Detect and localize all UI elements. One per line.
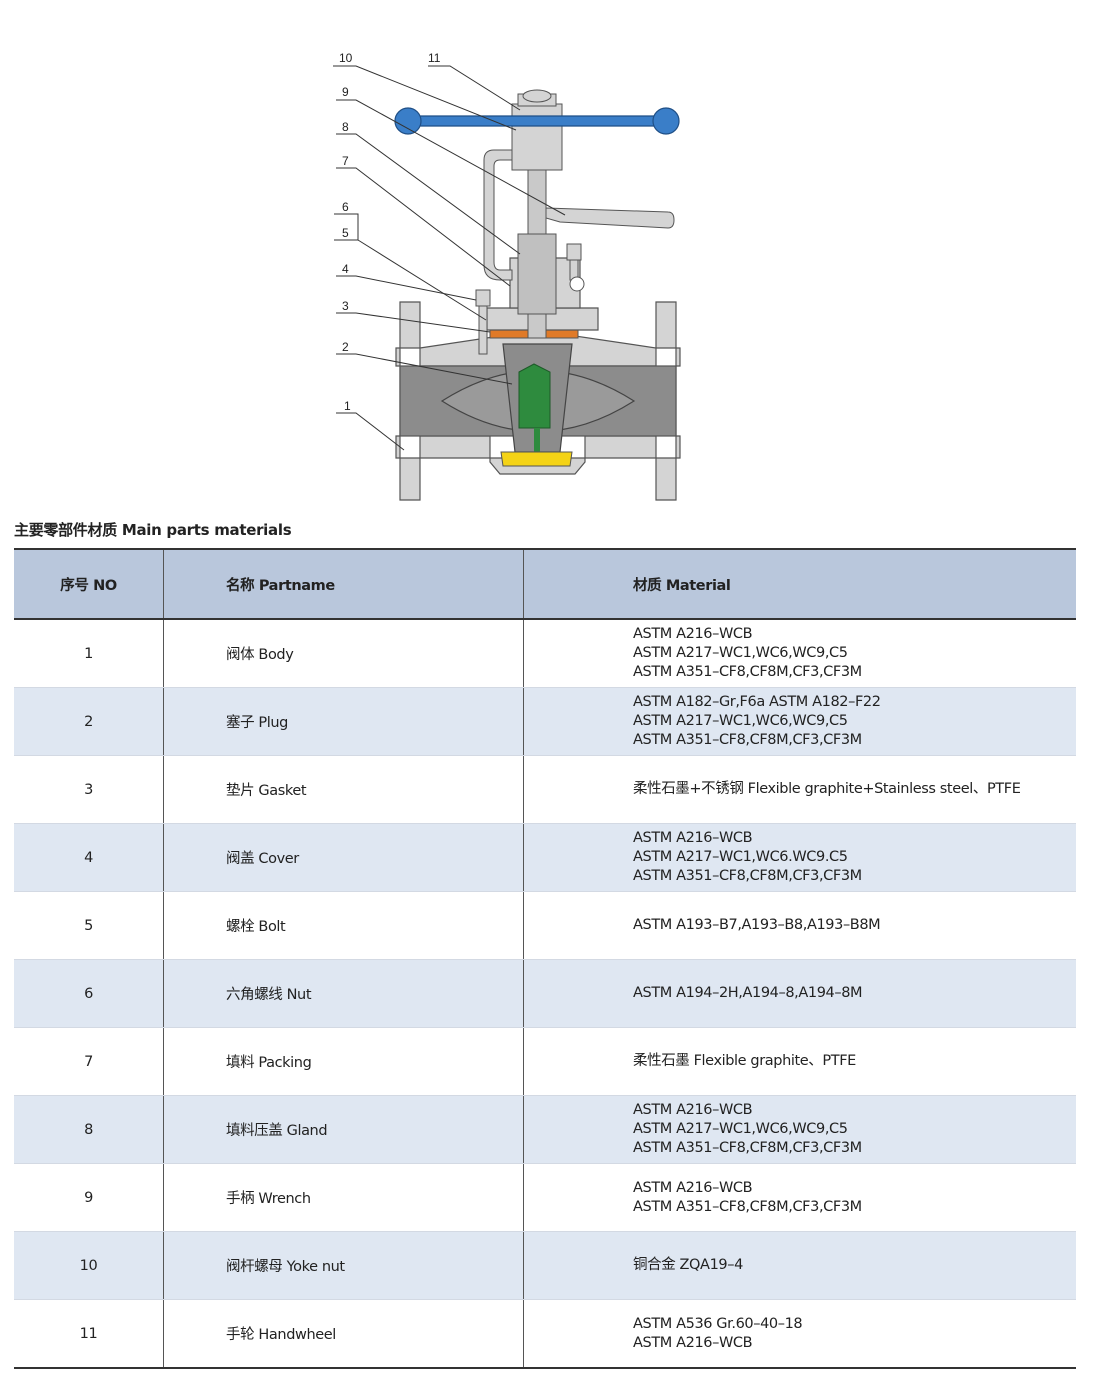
callout-11: 11 bbox=[428, 51, 441, 65]
cell-partname: 塞子 Plug bbox=[163, 687, 524, 756]
cell-partname: 阀体 Body bbox=[163, 619, 524, 688]
plug bbox=[502, 343, 573, 453]
material-line: ASTM A351–CF8,CF8M,CF3,CF3M bbox=[633, 664, 862, 680]
table-header-row: 序号 NO 名称 Partname 材质 Material bbox=[14, 548, 1076, 620]
material-line: ASTM A351–CF8,CF8M,CF3,CF3M bbox=[633, 732, 862, 748]
cell-partname: 填料 Packing bbox=[163, 1027, 524, 1096]
bolt bbox=[475, 243, 582, 355]
header-material: 材质 Material bbox=[523, 548, 1076, 620]
material-line: ASTM A351–CF8,CF8M,CF3,CF3M bbox=[633, 868, 862, 884]
material-line: ASTM A217–WC1,WC6,WC9,C5 bbox=[633, 1121, 848, 1137]
cell-partname: 六角螺线 Nut bbox=[163, 959, 524, 1028]
cell-partname: 螺栓 Bolt bbox=[163, 891, 524, 960]
callout-labels: 10 11 9 8 7 6 5 4 3 2 1 bbox=[339, 51, 441, 413]
material-line: 柔性石墨 Flexible graphite、PTFE bbox=[633, 1053, 856, 1069]
material-line: ASTM A216–WCB bbox=[633, 626, 753, 642]
seat-ring bbox=[500, 451, 573, 467]
material-line: ASTM A351–CF8,CF8M,CF3,CF3M bbox=[633, 1198, 862, 1215]
material-line: ASTM A216–WCB bbox=[633, 1334, 753, 1351]
callout-6: 6 bbox=[342, 200, 349, 214]
yoke bbox=[483, 149, 515, 281]
cell-material: ASTM A194–2H,A194–8,A194–8M bbox=[523, 959, 1076, 1028]
cell-no: 6 bbox=[14, 959, 164, 1028]
cell-partname: 阀杆螺母 Yoke nut bbox=[163, 1231, 524, 1300]
callout-5: 5 bbox=[342, 226, 349, 240]
material-line: ASTM A216–WCB bbox=[633, 830, 753, 846]
material-line: ASTM A217–WC1,WC6,WC9,C5 bbox=[633, 713, 848, 729]
callout-3: 3 bbox=[342, 299, 349, 313]
cell-no: 11 bbox=[14, 1299, 164, 1369]
callout-2: 2 bbox=[342, 340, 349, 354]
cell-material: 铜合金 ZQA19–4 bbox=[523, 1231, 1076, 1300]
cell-material: 柔性石墨+不锈钢 Flexible graphite+Stainless ste… bbox=[523, 755, 1076, 824]
material-line: ASTM A536 Gr.60–40–18 bbox=[633, 1315, 803, 1332]
cell-material: 柔性石墨 Flexible graphite、PTFE bbox=[523, 1027, 1076, 1096]
section-title: 主要零部件材质 Main parts materials bbox=[14, 521, 292, 539]
cell-no: 3 bbox=[14, 755, 164, 824]
callout-10: 10 bbox=[339, 51, 353, 65]
header-no: 序号 NO bbox=[14, 548, 164, 620]
callout-9: 9 bbox=[342, 85, 349, 99]
yoke-nut bbox=[511, 89, 563, 171]
material-line: ASTM A217–WC1,WC6,WC9,C5 bbox=[633, 645, 848, 661]
material-line: 铜合金 ZQA19–4 bbox=[633, 1257, 743, 1273]
cell-no: 1 bbox=[14, 619, 164, 688]
header-partname: 名称 Partname bbox=[163, 548, 524, 620]
cell-no: 9 bbox=[14, 1163, 164, 1232]
material-line: ASTM A216–WCB bbox=[633, 1179, 753, 1196]
material-line: ASTM A194–2H,A194–8,A194–8M bbox=[633, 985, 863, 1001]
cell-no: 8 bbox=[14, 1095, 164, 1164]
cell-partname: 填料压盖 Gland bbox=[163, 1095, 524, 1164]
material-line: ASTM A217–WC1,WC6.WC9.C5 bbox=[633, 849, 848, 865]
callout-7: 7 bbox=[342, 154, 349, 168]
gland bbox=[517, 233, 557, 315]
cell-no: 7 bbox=[14, 1027, 164, 1096]
callout-8: 8 bbox=[342, 120, 349, 134]
leader-lines bbox=[333, 65, 566, 451]
cell-no: 5 bbox=[14, 891, 164, 960]
material-line: ASTM A182–Gr,F6a ASTM A182–F22 bbox=[633, 694, 881, 710]
valve-cross-section-diagram: 10 11 9 8 7 6 5 4 3 2 1 bbox=[333, 51, 681, 501]
cell-partname: 阀盖 Cover bbox=[163, 823, 524, 892]
cell-no: 4 bbox=[14, 823, 164, 892]
material-line: ASTM A216–WCB bbox=[633, 1102, 753, 1118]
material-line: ASTM A351–CF8,CF8M,CF3,CF3M bbox=[633, 1140, 862, 1156]
cell-no: 2 bbox=[14, 687, 164, 756]
cell-material: ASTM A216–WCB ASTM A351–CF8,CF8M,CF3,CF3M bbox=[523, 1163, 1076, 1232]
cell-partname: 手轮 Handwheel bbox=[163, 1299, 524, 1369]
material-line: 柔性石墨+不锈钢 Flexible graphite+Stainless ste… bbox=[633, 781, 1021, 797]
cell-no: 10 bbox=[14, 1231, 164, 1300]
cell-material: ASTM A193–B7,A193–B8,A193–B8M bbox=[523, 891, 1076, 960]
callout-1: 1 bbox=[344, 399, 351, 413]
handwheel bbox=[394, 107, 680, 135]
cell-partname: 垫片 Gasket bbox=[163, 755, 524, 824]
callout-4: 4 bbox=[342, 262, 349, 276]
cell-partname: 手柄 Wrench bbox=[163, 1163, 524, 1232]
wrench bbox=[545, 207, 675, 229]
material-line: ASTM A193–B7,A193–B8,A193–B8M bbox=[633, 917, 881, 933]
